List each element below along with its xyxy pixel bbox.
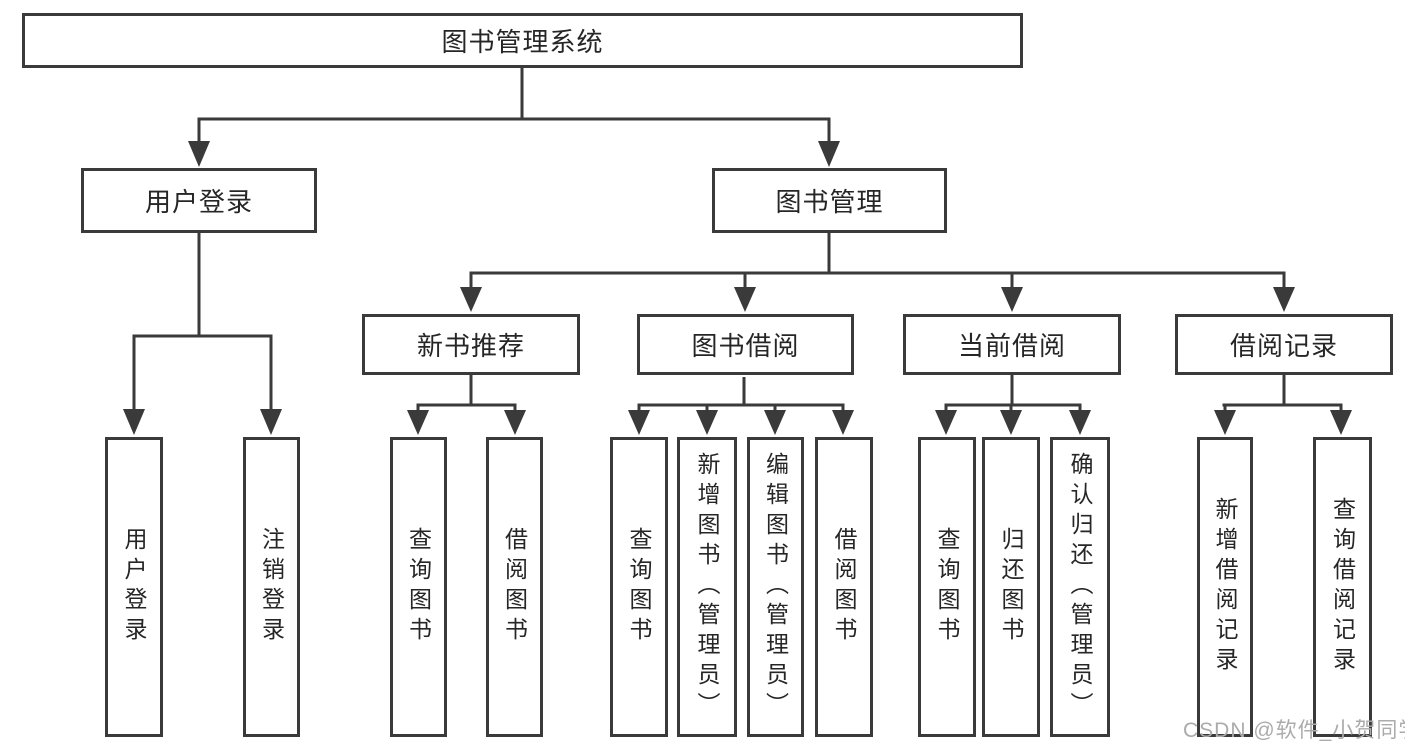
leaf-user-login: 用户登录 [105,437,163,737]
node-label: 查询图书 [626,527,652,647]
leaf-logout: 注销登录 [243,437,300,737]
watermark: CSDN @软件_小贺同学 [1183,719,1405,742]
node-book-management: 图书管理 [712,168,947,233]
node-label: 归还图书 [998,527,1024,647]
node-label: 当前借阅 [957,331,1066,361]
leaf-query-books-borrowing: 查询图书 [610,437,668,737]
node-label: 编辑图书（管理员） [762,452,789,722]
node-label: 借阅图书 [831,527,857,647]
leaf-query-books-current: 查询图书 [918,437,976,737]
node-label: 新书推荐 [416,331,525,361]
node-label: 图书管理系统 [441,27,604,57]
node-user-login: 用户登录 [81,168,317,233]
leaf-add-book-admin: 新增图书（管理员） [677,437,737,737]
node-label: 用户登录 [144,187,253,217]
node-label: 查询借阅记录 [1329,497,1356,677]
node-label: 查询图书 [405,527,432,647]
node-label: 确认归还（管理员） [1067,452,1093,722]
leaf-return-books: 归还图书 [982,437,1040,737]
node-new-book-recommend: 新书推荐 [362,314,580,375]
node-borrowing-records: 借阅记录 [1175,314,1393,375]
node-label: 注销登录 [258,527,285,647]
node-label: 查询图书 [934,527,960,647]
node-library-management-system: 图书管理系统 [22,13,1023,68]
node-label: 新增借阅记录 [1212,497,1238,677]
node-current-borrowing: 当前借阅 [903,314,1121,375]
node-label: 借阅记录 [1229,331,1338,361]
node-label: 新增图书（管理员） [694,452,720,722]
leaf-edit-book-admin: 编辑图书（管理员） [747,437,804,737]
node-label: 图书管理 [775,187,884,217]
leaf-borrow-books-recommend: 借阅图书 [486,437,543,737]
node-label: 图书借阅 [691,331,800,361]
node-label: 用户登录 [121,527,147,647]
leaf-confirm-return-admin: 确认归还（管理员） [1050,437,1110,737]
leaf-query-borrow-record: 查询借阅记录 [1313,437,1372,737]
node-label: 借阅图书 [501,527,528,647]
leaf-query-books-recommend: 查询图书 [390,437,447,737]
node-book-borrowing: 图书借阅 [637,314,854,375]
leaf-add-borrow-record: 新增借阅记录 [1197,437,1253,737]
leaf-borrow-books: 借阅图书 [815,437,873,737]
